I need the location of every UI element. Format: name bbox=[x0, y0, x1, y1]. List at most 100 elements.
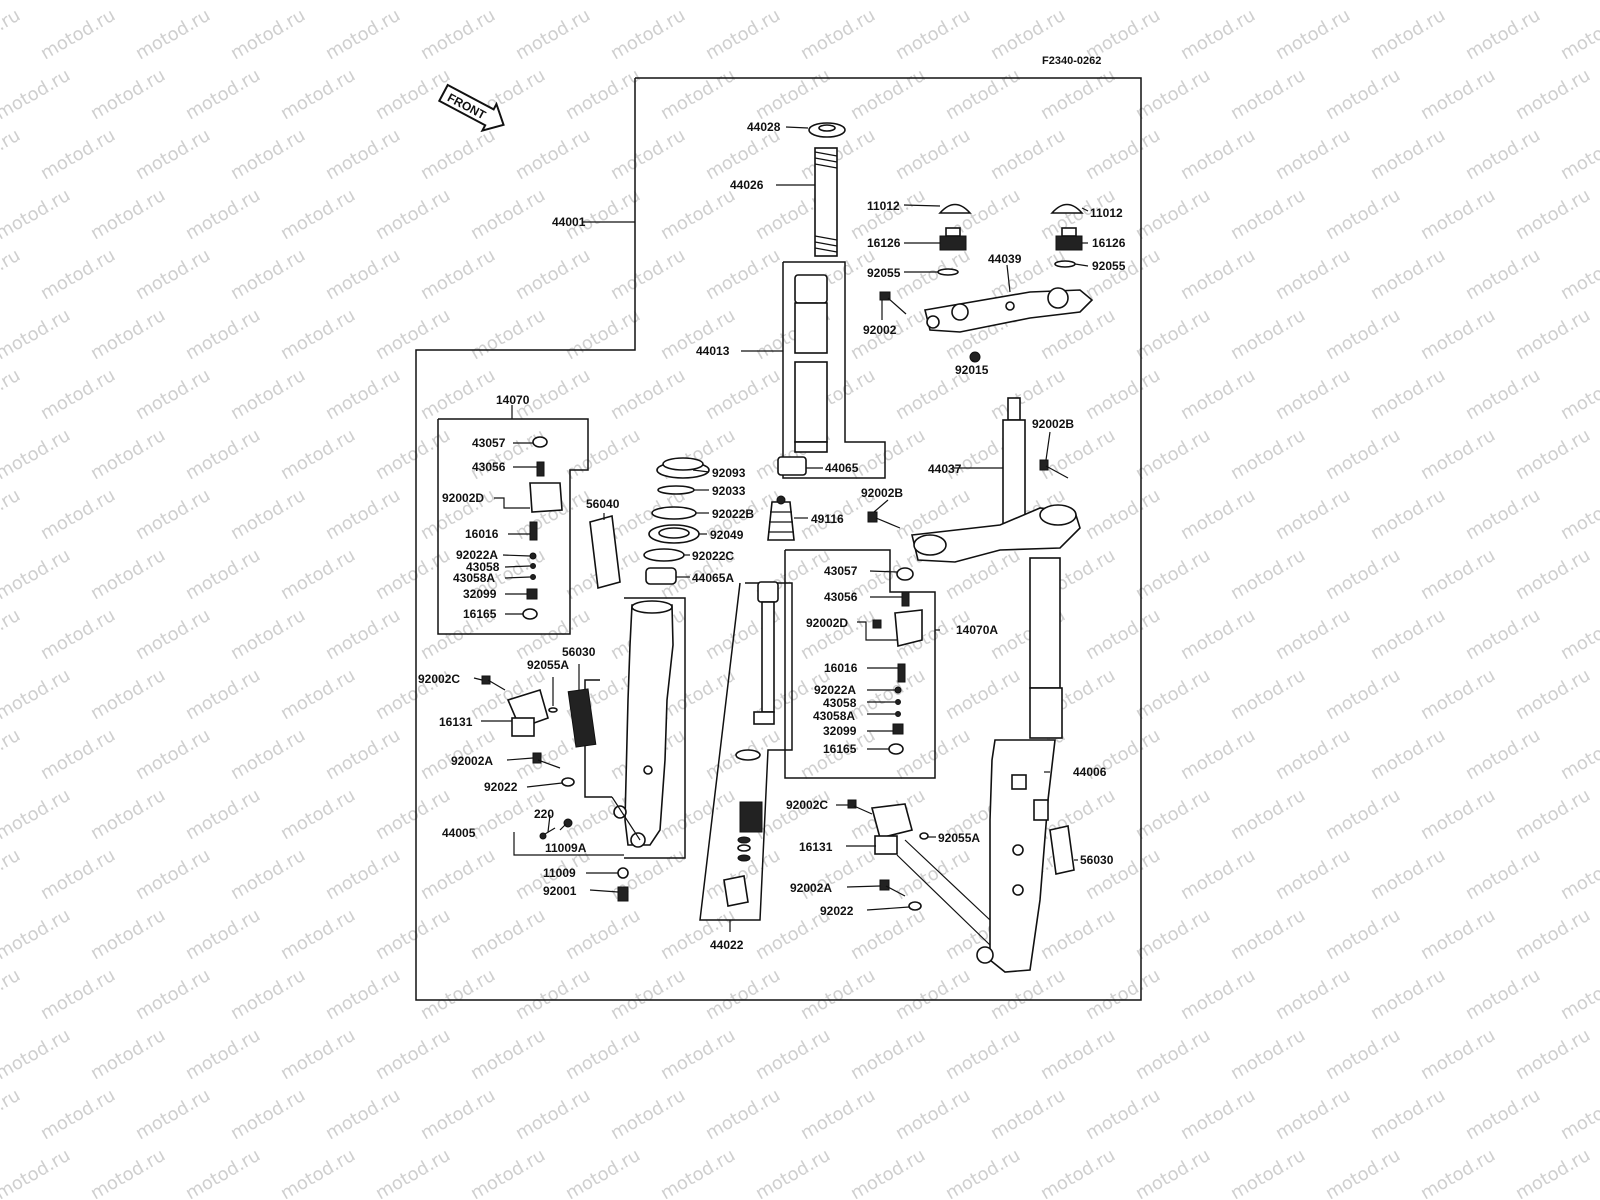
watermark-text: motod.ru bbox=[0, 665, 74, 724]
watermark-text: motod.ru bbox=[1322, 1145, 1404, 1200]
watermark-text: motod.ru bbox=[1557, 605, 1600, 664]
watermark-text: motod.ru bbox=[1417, 305, 1499, 364]
label-92002A-right: 92002A bbox=[790, 881, 832, 895]
watermark-text: motod.ru bbox=[512, 245, 594, 304]
watermark-text: motod.ru bbox=[1132, 65, 1214, 124]
watermark-text: motod.ru bbox=[227, 605, 309, 664]
watermark-text: motod.ru bbox=[797, 965, 879, 1024]
watermark-text: motod.ru bbox=[372, 305, 454, 364]
watermark-text: motod.ru bbox=[1082, 605, 1164, 664]
watermark-text: motod.ru bbox=[277, 0, 359, 4]
watermark-text: motod.ru bbox=[512, 125, 594, 184]
watermark-text: motod.ru bbox=[37, 365, 119, 424]
part-92001-drain-bolt bbox=[617, 886, 629, 902]
watermark-text: motod.ru bbox=[182, 905, 264, 964]
watermark-text: motod.ru bbox=[372, 1025, 454, 1084]
watermark-text: motod.ru bbox=[0, 485, 24, 544]
part-92033-circlip bbox=[657, 485, 695, 495]
watermark-text: motod.ru bbox=[1037, 905, 1119, 964]
watermark-text: motod.ru bbox=[752, 1025, 834, 1084]
watermark-text: motod.ru bbox=[1132, 185, 1214, 244]
watermark-text: motod.ru bbox=[0, 0, 74, 4]
watermark-text: motod.ru bbox=[132, 845, 214, 904]
label-92002A-left: 92002A bbox=[451, 754, 493, 768]
label-92015: 92015 bbox=[955, 363, 989, 377]
watermark-text: motod.ru bbox=[1132, 0, 1214, 4]
label-56040: 56040 bbox=[586, 497, 620, 511]
watermark-text: motod.ru bbox=[1177, 605, 1259, 664]
label-43057-right: 43057 bbox=[824, 564, 858, 578]
watermark-text: motod.ru bbox=[512, 5, 594, 64]
label-14070: 14070 bbox=[496, 393, 530, 407]
watermark-text: motod.ru bbox=[1367, 245, 1449, 304]
watermark-text: motod.ru bbox=[277, 785, 359, 844]
watermark-text: motod.ru bbox=[372, 425, 454, 484]
watermark-text: motod.ru bbox=[37, 725, 119, 784]
watermark-text: motod.ru bbox=[847, 65, 929, 124]
watermark-text: motod.ru bbox=[277, 1025, 359, 1084]
part-11012-cap-left bbox=[938, 203, 972, 214]
watermark-text: motod.ru bbox=[702, 965, 784, 1024]
watermark-text: motod.ru bbox=[0, 125, 24, 184]
watermark-text: motod.ru bbox=[417, 125, 499, 184]
watermark-text: motod.ru bbox=[1557, 485, 1600, 544]
watermark-text: motod.ru bbox=[417, 245, 499, 304]
watermark-text: motod.ru bbox=[322, 365, 404, 424]
watermark-text: motod.ru bbox=[182, 665, 264, 724]
part-56030-decal-right bbox=[1049, 825, 1075, 875]
watermark-text: motod.ru bbox=[1367, 725, 1449, 784]
watermark-text: motod.ru bbox=[1512, 905, 1594, 964]
watermark-text: motod.ru bbox=[1177, 725, 1259, 784]
part-11012-cap-right bbox=[1050, 203, 1084, 214]
watermark-text: motod.ru bbox=[892, 725, 974, 784]
watermark-text: motod.ru bbox=[132, 125, 214, 184]
watermark-text: motod.ru bbox=[0, 965, 24, 1024]
label-16126-left: 16126 bbox=[867, 236, 901, 250]
watermark-text: motod.ru bbox=[657, 905, 739, 964]
watermark-text: motod.ru bbox=[1512, 665, 1594, 724]
watermark-text: motod.ru bbox=[1177, 1085, 1259, 1144]
part-16131-caliper-left bbox=[506, 688, 549, 737]
watermark-text: motod.ru bbox=[562, 1025, 644, 1084]
part-56040-decal bbox=[589, 514, 621, 590]
part-92002C-bolt-right bbox=[847, 799, 873, 815]
watermark-text: motod.ru bbox=[797, 5, 879, 64]
label-92002: 92002 bbox=[863, 323, 897, 337]
part-92015-nut bbox=[969, 351, 981, 363]
watermark-text: motod.ru bbox=[0, 1085, 24, 1144]
watermark-text: motod.ru bbox=[1082, 965, 1164, 1024]
watermark-text: motod.ru bbox=[277, 905, 359, 964]
watermark-text: motod.ru bbox=[1082, 245, 1164, 304]
watermark-text: motod.ru bbox=[37, 845, 119, 904]
watermark-text: motod.ru bbox=[607, 125, 689, 184]
part-56030-decal-left bbox=[567, 688, 597, 748]
label-16165-right: 16165 bbox=[823, 742, 857, 756]
label-56030-left: 56030 bbox=[562, 645, 596, 659]
part-44065-bushing bbox=[777, 456, 807, 476]
part-16126-adjuster-left bbox=[939, 227, 967, 251]
watermark-text: motod.ru bbox=[1177, 125, 1259, 184]
part-92055A-oring-left bbox=[548, 707, 558, 713]
watermark-text: motod.ru bbox=[702, 1085, 784, 1144]
watermark-text: motod.ru bbox=[1557, 365, 1600, 424]
label-16016-left: 16016 bbox=[465, 527, 499, 541]
watermark-text: motod.ru bbox=[37, 965, 119, 1024]
watermark-text: motod.ru bbox=[182, 425, 264, 484]
label-11012-left: 11012 bbox=[867, 199, 900, 213]
watermark-text: motod.ru bbox=[1367, 605, 1449, 664]
label-16131-left: 16131 bbox=[439, 715, 473, 729]
watermark-text: motod.ru bbox=[417, 965, 499, 1024]
label-92055A-right: 92055A bbox=[938, 831, 980, 845]
watermark-text: motod.ru bbox=[562, 0, 644, 4]
watermark-text: motod.ru bbox=[702, 365, 784, 424]
label-43058-right: 43058 bbox=[823, 696, 857, 710]
watermark-text: motod.ru bbox=[1367, 965, 1449, 1024]
part-220-screw bbox=[539, 827, 556, 840]
watermark-text: motod.ru bbox=[417, 365, 499, 424]
watermark-text: motod.ru bbox=[0, 725, 24, 784]
watermark-text: motod.ru bbox=[227, 965, 309, 1024]
label-16016-right: 16016 bbox=[824, 661, 858, 675]
watermark-text: motod.ru bbox=[1037, 65, 1119, 124]
watermark-text: motod.ru bbox=[657, 1145, 739, 1200]
watermark-text: motod.ru bbox=[1272, 245, 1354, 304]
